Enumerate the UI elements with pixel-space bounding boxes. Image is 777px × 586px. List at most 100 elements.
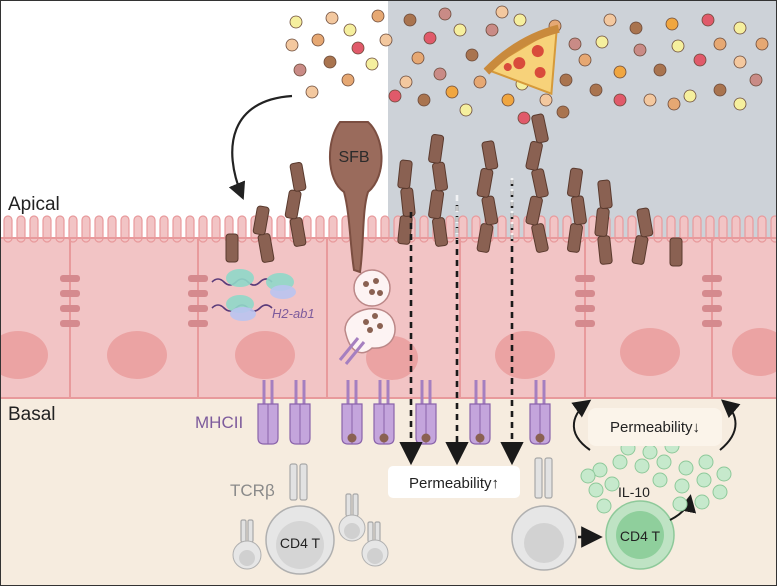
cd4-left-label: CD4 T: [280, 535, 321, 551]
microvillus: [627, 215, 637, 243]
il10-particle-icon: [656, 454, 672, 470]
food-particle-icon: [485, 23, 499, 37]
food-particle-icon: [667, 97, 681, 111]
food-particle-icon: [643, 93, 657, 107]
food-particle-icon: [568, 37, 582, 51]
food-particle-icon: [513, 13, 527, 27]
filament-segment: [400, 187, 416, 217]
filament-segment: [289, 161, 307, 192]
food-particle-icon: [671, 39, 685, 53]
treg-cell: [605, 500, 675, 570]
food-particle-icon: [371, 9, 385, 23]
microvillus: [757, 215, 767, 243]
microvillus: [731, 215, 741, 243]
il10-particle-icon: [652, 472, 668, 488]
basal-label: Basal: [8, 404, 56, 425]
secretion-arrow: [669, 494, 697, 521]
food-particle-icon: [733, 55, 747, 69]
mhcii-receptor-icon: [289, 380, 311, 445]
mhcii-receptor-icon: [341, 380, 363, 445]
filament-segment: [594, 207, 610, 237]
microvillus: [3, 215, 13, 243]
mhcii-receptor-icon: [373, 380, 395, 445]
food-particle-icon: [433, 67, 447, 81]
naive-t-cell-right: [511, 505, 577, 571]
microvillus: [705, 215, 715, 243]
il10-particle-icon: [596, 498, 612, 514]
mhcii-receptor-icon: [415, 380, 437, 445]
sfb-bacterium-icon: [329, 121, 383, 274]
tcr-icon: [534, 457, 553, 499]
vesicle-icon: [338, 269, 396, 365]
mrna-ribosome-icon: [211, 269, 296, 321]
microvillus: [68, 215, 78, 243]
mhcii-label: MHCII: [195, 413, 243, 432]
il10-particle-icon: [678, 460, 694, 476]
mhcii-receptor-icon: [257, 380, 279, 445]
commensal-bacteria: [225, 113, 683, 267]
microvillus: [42, 215, 52, 243]
il10-particle-icon: [592, 462, 608, 478]
mhcii-receptors: [257, 380, 551, 445]
food-particle-icon: [403, 13, 417, 27]
permeability-down-label: Permeability↓: [610, 419, 700, 436]
food-particle-icon: [293, 63, 307, 77]
filament-segment: [252, 205, 270, 236]
il10-particle-icon: [716, 466, 732, 482]
filament-segment: [597, 235, 613, 265]
mhcii-receptor-icon: [529, 380, 551, 445]
naive-t-cells: [232, 505, 389, 575]
food-particle-icon: [701, 13, 715, 27]
food-particle-icon: [388, 89, 402, 103]
microvillus: [315, 215, 325, 243]
food-particle-icon: [501, 93, 515, 107]
il10-particle-icon: [634, 458, 650, 474]
il10-particle-icon: [674, 478, 690, 494]
il10-particle-icon: [642, 444, 658, 460]
microvillus: [367, 215, 377, 243]
microvillus: [458, 215, 468, 243]
microvillus: [718, 215, 728, 243]
food-particle-icon: [578, 53, 592, 67]
food-particle-icon: [399, 75, 413, 89]
gene-label: H2-ab1: [272, 306, 315, 321]
filament-segment: [397, 159, 413, 190]
il10-particle-icon: [612, 454, 628, 470]
microvillus: [159, 215, 169, 243]
food-particle-icon: [755, 37, 769, 51]
food-particle-icon: [665, 17, 679, 31]
microvillus: [81, 215, 91, 243]
microvillus: [55, 215, 65, 243]
microvillus: [770, 215, 777, 243]
il10-particle-icon: [588, 482, 604, 498]
microvillus: [146, 215, 156, 243]
il10-particle-icon: [698, 454, 714, 470]
food-particle-icon: [325, 11, 339, 25]
permeability-up-box: [388, 466, 520, 498]
food-particle-icon: [473, 75, 487, 89]
il10-particle-icon: [604, 476, 620, 492]
food-particle-icon: [305, 85, 319, 99]
microvillus: [211, 215, 221, 243]
food-particle-icon: [285, 38, 299, 52]
cd4-right-label: CD4 T: [620, 528, 661, 544]
il10-label: IL-10: [618, 484, 650, 500]
food-particle-icon: [379, 33, 393, 47]
food-particle-icon: [351, 41, 365, 55]
food-particle-icon: [683, 89, 697, 103]
microvillus: [172, 215, 182, 243]
il10-particle-icon: [672, 496, 688, 512]
microvillus: [107, 215, 117, 243]
filament-segment: [481, 140, 499, 171]
food-particle-icon: [341, 73, 355, 87]
barrier-arrow-left: [571, 399, 592, 451]
tight-junctions: [60, 275, 722, 327]
food-particle-icon: [733, 21, 747, 35]
food-particle-icon: [589, 83, 603, 97]
permeability-up-label: Permeability↑: [409, 475, 499, 492]
food-particle-icon: [417, 93, 431, 107]
food-particle-icon: [733, 97, 747, 111]
food-particle-icon: [311, 33, 325, 47]
filament-segment: [597, 179, 613, 210]
